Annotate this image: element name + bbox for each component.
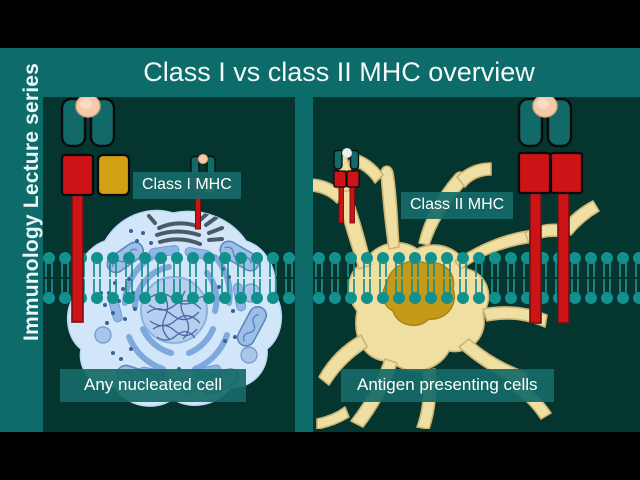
sidebar-band: Immunology Lecture series (0, 48, 43, 432)
nucleated-cell-label: Any nucleated cell (60, 369, 246, 402)
mhc-ii-small-peptide (341, 147, 353, 159)
class-ii-mhc-molecule-large (517, 97, 584, 324)
mhc-small-peptide (197, 153, 209, 165)
mhc-alpha3-domain (60, 153, 95, 197)
mhc-ii-small-lobe-b (349, 149, 360, 170)
slide-canvas: Class I vs class II MHC overview Immunol… (0, 48, 640, 432)
sidebar-series-label: Immunology Lecture series (20, 62, 43, 342)
mhc-ii-small-domain-b (346, 170, 360, 188)
class-ii-mhc-label: Class II MHC (401, 192, 514, 219)
mhc-ii-beta2-domain (549, 151, 584, 195)
letterbox-top (0, 0, 640, 48)
mhc-ii-small-lobe-a (333, 149, 343, 170)
golgi-apparatus (147, 210, 224, 246)
peptide-highlight (80, 99, 92, 109)
class-i-mhc-molecule-large (60, 97, 131, 323)
antigen-presenting-cell-label: Antigen presenting cells (341, 369, 554, 402)
letterbox-bottom (0, 432, 640, 480)
beta2-microglobulin-domain (96, 153, 131, 197)
class-i-mhc-label: Class I MHC (133, 172, 241, 199)
class-ii-mhc-molecule-small (333, 147, 360, 224)
peptide-highlight (537, 99, 549, 109)
panel-class-i: Class I MHC Any nucleated cell (40, 94, 298, 432)
panel-class-ii: Class II MHC Antigen presenting cells (310, 94, 640, 432)
page-title: Class I vs class II MHC overview (143, 57, 535, 87)
mhc-ii-small-domain-a (333, 170, 347, 188)
